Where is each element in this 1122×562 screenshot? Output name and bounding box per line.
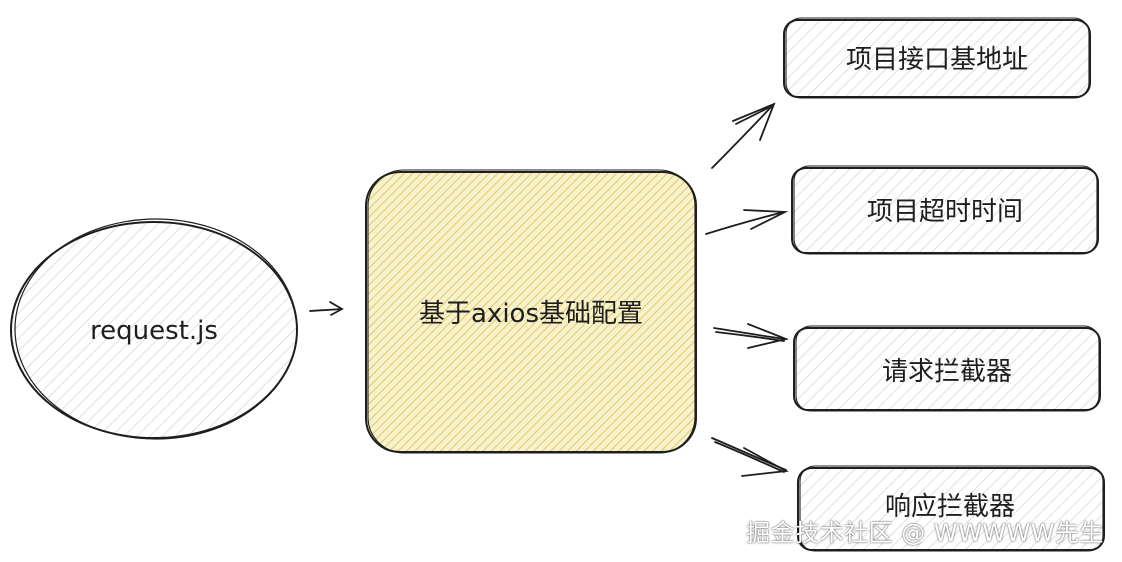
arrow-center-to-output-1 [711, 102, 776, 169]
output-node-1-label: 项目接口基地址 [846, 45, 1028, 75]
source-node-label: request.js [90, 316, 218, 346]
arrow-center-to-output-3 [713, 323, 789, 349]
output-node-4-label: 响应拦截器 [885, 492, 1015, 522]
center-node: 基于axios基础配置 [365, 169, 697, 454]
watermark-text: 掘金技术社区 @ WWWWW先生 [746, 519, 1104, 547]
output-node-2: 项目超时时间 [791, 165, 1099, 255]
arrow-source-to-center [309, 301, 344, 316]
output-node-3: 请求拦截器 [793, 325, 1101, 412]
arrow-center-to-output-2 [705, 209, 789, 235]
output-node-3-label: 请求拦截器 [882, 357, 1012, 387]
output-node-2-label: 项目超时时间 [867, 197, 1023, 227]
output-node-4: 响应拦截器 [797, 465, 1105, 552]
center-node-label: 基于axios基础配置 [419, 299, 643, 329]
source-node: request.js [10, 218, 298, 440]
arrow-center-to-output-4 [711, 437, 789, 477]
output-node-1: 项目接口基地址 [783, 17, 1091, 99]
